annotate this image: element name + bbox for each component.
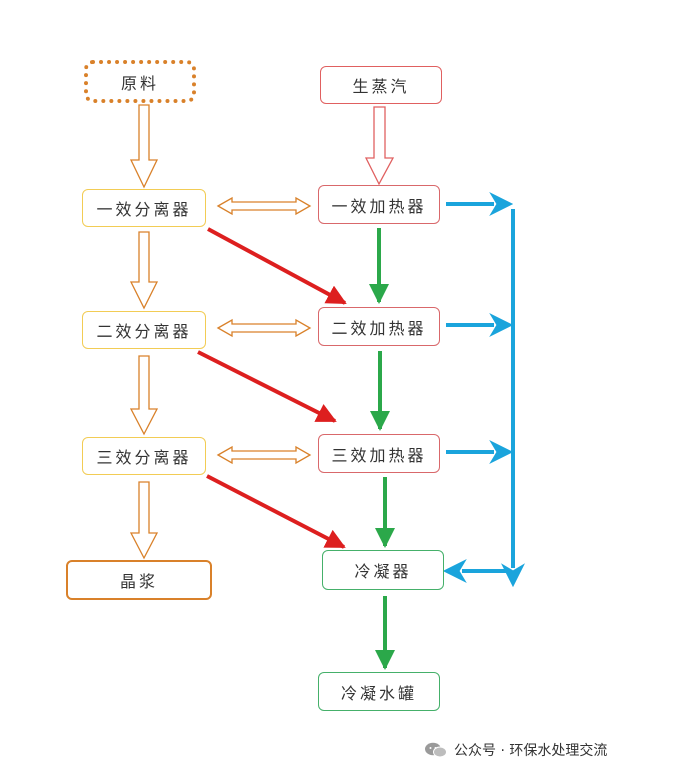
crystal-slurry-node: 晶浆 <box>66 560 212 600</box>
condensate-tank-node: 冷凝水罐 <box>318 672 440 711</box>
wechat-icon <box>425 742 447 758</box>
condenser-node: 冷凝器 <box>322 550 444 590</box>
separator-1-to-2-arrow <box>129 231 159 310</box>
heater-1-node: 一效加热器 <box>318 185 440 224</box>
heater-2-node: 二效加热器 <box>318 307 440 346</box>
separator-2-heater-2-link <box>216 318 312 338</box>
separator-3-heater-3-link <box>216 445 312 465</box>
steam-to-heater-1-arrow <box>364 106 395 186</box>
separator-2-node: 二效分离器 <box>82 311 206 349</box>
vapor-sep2-to-heater3-arrow <box>197 350 337 423</box>
watermark: 公众号 · 环保水处理交流 <box>424 739 607 761</box>
vapor-sep3-to-condenser-arrow <box>206 474 346 549</box>
live-steam-node: 生蒸汽 <box>320 66 442 104</box>
feed-to-separator-1-arrow <box>129 104 159 189</box>
vapor-sep1-to-heater2-arrow <box>207 227 347 305</box>
heater-3-node: 三效加热器 <box>318 434 440 473</box>
raw-material-node: 原料 <box>84 60 196 103</box>
watermark-text: 公众号 · 环保水处理交流 <box>454 743 608 759</box>
separator-1-node: 一效分离器 <box>82 189 206 227</box>
separator-1-heater-1-link <box>216 196 312 216</box>
separator-3-to-slurry-arrow <box>129 481 159 560</box>
separator-3-node: 三效分离器 <box>82 437 206 475</box>
separator-2-to-3-arrow <box>129 355 159 436</box>
